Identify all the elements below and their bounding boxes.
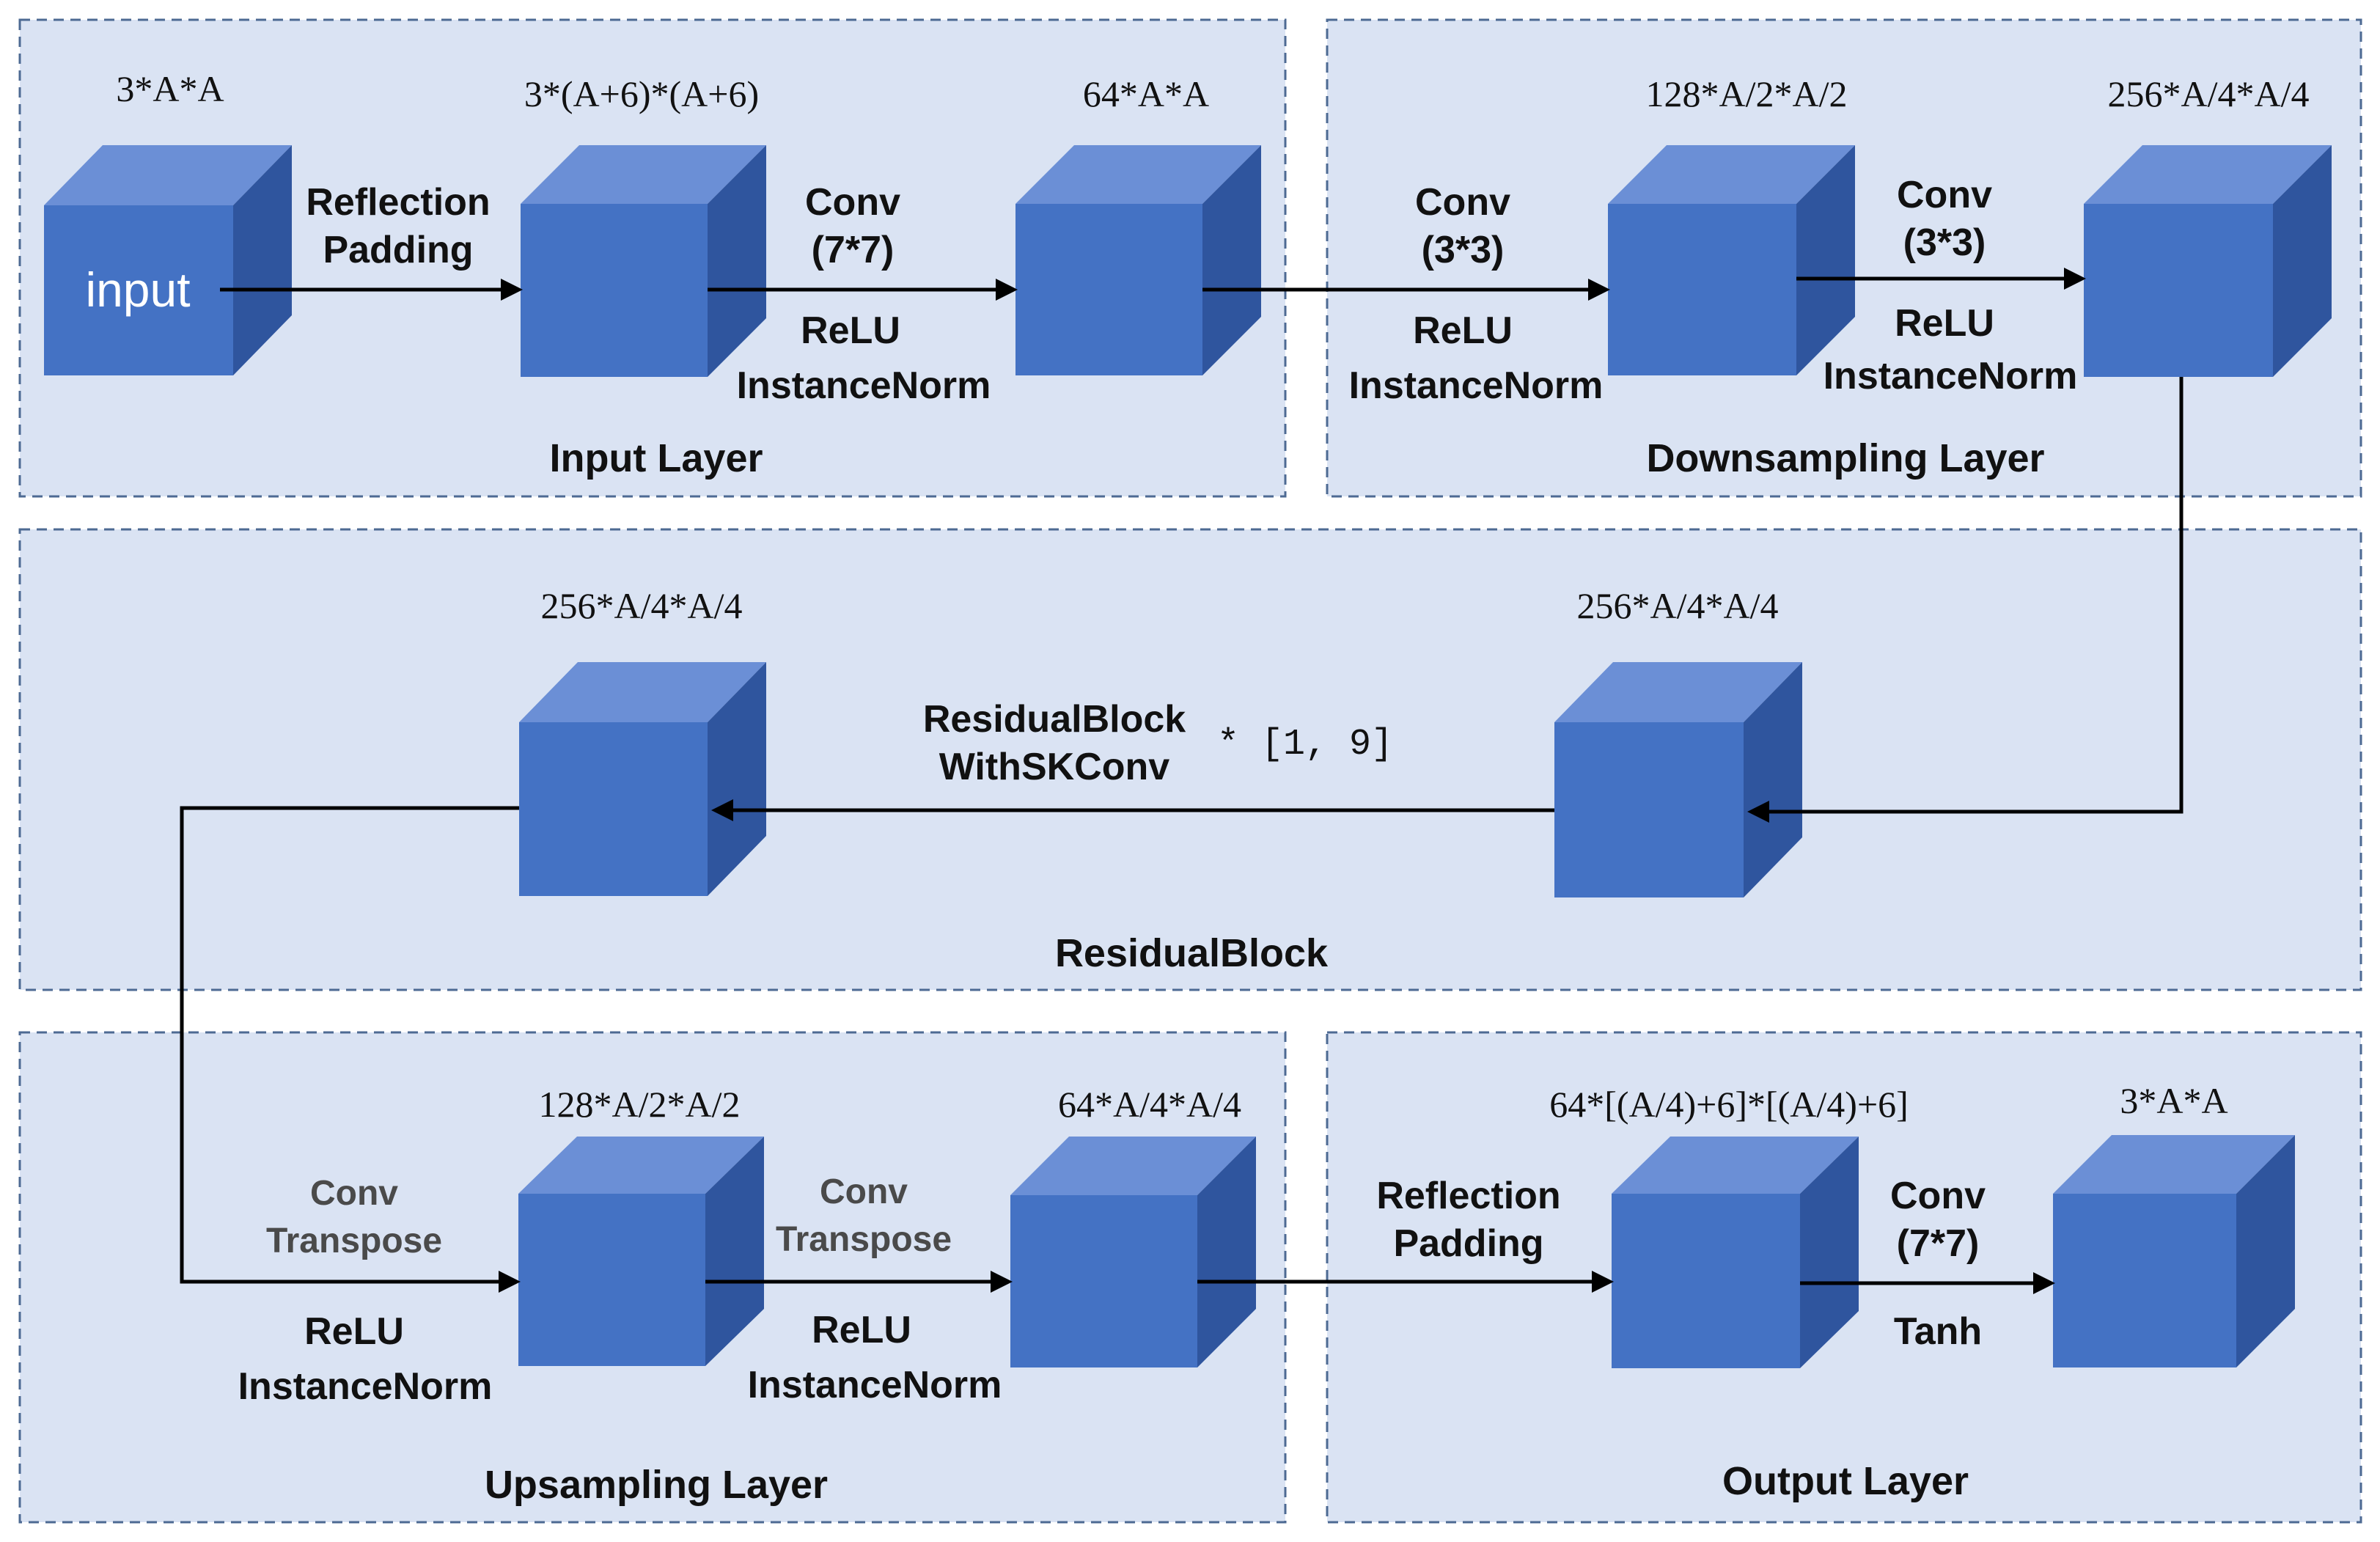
flow-arrows (180, 268, 2183, 1294)
op-relu-3: ReLU (1895, 302, 1994, 345)
op-conv7-2-line1: Conv (1890, 1175, 1986, 1217)
op-repeat-count: * [1, 9] (1217, 724, 1393, 766)
op-conv-transpose-2-line2: Transpose (776, 1220, 952, 1259)
down2-tensor-cube (2084, 145, 2332, 377)
dim-out-pad: 64*[(A/4)+6]*[(A/4)+6] (1549, 1084, 1909, 1125)
output-layer-title: Output Layer (1722, 1459, 1969, 1503)
out-pad-tensor-cube (1612, 1137, 1859, 1368)
dim-down1: 128*A/2*A/2 (1646, 73, 1848, 114)
op-conv-transpose-2-line1: Conv (820, 1172, 908, 1211)
arrow-residual-to-up1 (180, 806, 521, 1293)
conv1-tensor-cube (1015, 145, 1261, 375)
op-tanh: Tanh (1894, 1310, 1982, 1353)
residual-input-cube (1554, 662, 1802, 897)
tensor-cubes (44, 145, 2332, 1368)
op-conv7-1-line2: (7*7) (812, 229, 895, 271)
op-conv3-1-line1: Conv (1415, 181, 1510, 224)
op-residual-block-line2: WithSKConv (939, 746, 1169, 788)
op-instancenorm-1: InstanceNorm (737, 364, 991, 407)
op-conv-transpose-1-line2: Transpose (266, 1222, 442, 1260)
dim-input: 3*A*A (116, 68, 224, 109)
op-relu-5: ReLU (812, 1309, 911, 1351)
dim-res-in: 256*A/4*A/4 (1577, 585, 1779, 626)
input-cube-label: input (85, 262, 190, 317)
op-conv3-2-line2: (3*3) (1903, 221, 1986, 264)
op-instancenorm-5: InstanceNorm (748, 1364, 1002, 1406)
dim-output: 3*A*A (2120, 1080, 2227, 1121)
input-layer-title: Input Layer (549, 436, 763, 480)
op-relu-4: ReLU (304, 1310, 404, 1353)
dim-up1: 128*A/2*A/2 (539, 1084, 741, 1125)
op-reflection-padding-2-line2: Padding (1393, 1222, 1543, 1265)
op-instancenorm-2: InstanceNorm (1349, 364, 1604, 407)
op-instancenorm-4: InstanceNorm (238, 1365, 493, 1408)
dim-up2: 64*A/4*A/4 (1058, 1084, 1241, 1125)
op-conv-transpose-1-line1: Conv (310, 1174, 398, 1213)
upsampling-layer-title: Upsampling Layer (485, 1463, 828, 1507)
up1-tensor-cube (518, 1137, 764, 1366)
up2-tensor-cube (1010, 1137, 1256, 1367)
dim-res-out: 256*A/4*A/4 (541, 585, 743, 626)
op-relu-1: ReLU (801, 309, 900, 352)
residual-block-title: ResidualBlock (1055, 931, 1329, 975)
op-instancenorm-3: InstanceNorm (1823, 355, 2078, 397)
dim-down2: 256*A/4*A/4 (2108, 73, 2310, 114)
downsampling-layer-title: Downsampling Layer (1646, 436, 2044, 480)
input-tensor-cube (44, 145, 292, 375)
output-tensor-cube (2053, 1135, 2295, 1367)
op-reflection-padding-2-line1: Reflection (1376, 1175, 1560, 1217)
arrow-down2-to-residual (1747, 377, 2183, 823)
padded-tensor-cube (521, 145, 766, 377)
op-conv7-1-line1: Conv (805, 181, 900, 224)
residual-block-panel: ResidualBlock (18, 528, 2362, 991)
op-conv3-1-line2: (3*3) (1422, 229, 1505, 271)
dim-conv1: 64*A*A (1083, 73, 1209, 114)
op-reflection-padding-1-line1: Reflection (306, 181, 490, 224)
op-conv7-2-line2: (7*7) (1897, 1222, 1980, 1265)
op-reflection-padding-1-line2: Padding (323, 229, 473, 271)
residual-output-cube (519, 662, 766, 896)
op-relu-2: ReLU (1413, 309, 1513, 352)
down1-tensor-cube (1608, 145, 1855, 375)
dim-padded: 3*(A+6)*(A+6) (524, 73, 759, 114)
op-residual-block-line1: ResidualBlock (923, 698, 1186, 741)
op-conv3-2-line1: Conv (1897, 174, 1992, 216)
